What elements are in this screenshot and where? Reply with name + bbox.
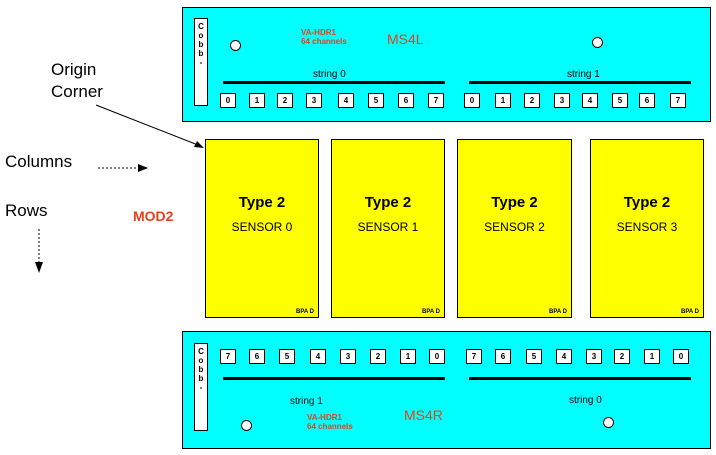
chip: 7 [428,93,444,108]
string-bar-top-0 [223,81,445,84]
sensor-tag: BPA D [422,309,440,315]
chip: 4 [556,349,572,364]
mount-hole-left [230,40,241,51]
string-label-top-1: string 1 [567,69,600,80]
mount-hole-right [592,37,603,48]
chip: 2 [524,93,540,108]
sensor-name: SENSOR 3 [616,220,678,234]
chip: 5 [526,349,542,364]
string-label-top-0: string 0 [313,69,346,80]
sensor-tag: BPA D [681,309,699,315]
chip: 6 [249,349,265,364]
chip: 7 [466,349,482,364]
chip: 3 [554,93,570,108]
string-bar-top-1 [469,81,691,84]
chip: 4 [310,349,326,364]
chip: 4 [582,93,598,108]
string-bar-bottom-0 [469,377,691,380]
board-name-ms4l: MS4L [387,31,424,47]
chip: 6 [398,93,414,108]
chip: 1 [400,349,416,364]
mount-hole-left [241,420,252,431]
chip: 3 [340,349,356,364]
chip: 3 [306,93,322,108]
sensor-3: Type 2 SENSOR 3 BPA D [590,139,704,318]
sensor-tag: BPA D [549,309,567,315]
chip: 2 [614,349,630,364]
chip: 6 [495,349,511,364]
origin-label-line2: Corner [51,82,103,101]
sensor-name: SENSOR 1 [357,220,419,234]
connector-top: C o b b - [194,18,208,106]
sensor-type: Type 2 [491,194,538,211]
sensor-name: SENSOR 0 [231,220,293,234]
chip: 5 [612,93,628,108]
chip: 7 [220,349,236,364]
sensor-type: Type 2 [364,194,412,211]
chip: 5 [279,349,295,364]
sensor-tag: BPA D [296,309,314,315]
mount-hole-right [603,417,614,428]
sensor-0: Type 2 SENSOR 0 BPA D [205,139,319,318]
sensor-type: Type 2 [238,194,286,211]
chip: 0 [429,349,445,364]
va-label-bottom: VA-HDR1 64 channels [307,413,353,431]
columns-label: Columns [5,152,73,171]
chip: 2 [277,93,293,108]
origin-label-line1: Origin [51,60,97,79]
chip: 0 [220,93,236,108]
chip: 0 [464,93,480,108]
string-bar-bottom-1 [223,377,445,380]
board-name-ms4r: MS4R [404,407,443,423]
chip: 7 [670,93,686,108]
chip: 4 [338,93,354,108]
sensor-name: SENSOR 2 [484,220,545,234]
sensor-2: Type 2 SENSOR 2 BPA D [457,139,572,318]
rows-arrow-head [35,262,43,273]
chip: 1 [644,349,660,364]
chip: 6 [639,93,655,108]
columns-arrow-head [138,164,148,172]
origin-arrow [95,104,199,146]
rows-label: Rows [5,201,48,220]
chip: 1 [249,93,265,108]
sensor-1: Type 2 SENSOR 1 BPA D [331,139,445,318]
chip: 0 [673,349,689,364]
string-label-bottom-1: string 1 [290,396,323,407]
va-label-top: VA-HDR1 64 channels [301,28,347,46]
origin-arrow-head [194,141,204,148]
board-ms4l: C o b b - VA-HDR1 64 channels MS4L strin… [182,7,711,122]
sensor-type: Type 2 [623,194,671,211]
string-label-bottom-0: string 0 [569,395,602,406]
connector-bottom: C o b b - [194,343,208,431]
chip: 3 [586,349,602,364]
chip: 2 [370,349,386,364]
chip: 5 [368,93,384,108]
origin-corner-label: Origin Corner [51,59,103,103]
module-label: MOD2 [133,208,174,224]
chip: 1 [495,93,511,108]
board-ms4r: C o b b - 7 6 5 4 3 2 1 0 7 6 5 4 3 2 1 … [182,331,711,449]
